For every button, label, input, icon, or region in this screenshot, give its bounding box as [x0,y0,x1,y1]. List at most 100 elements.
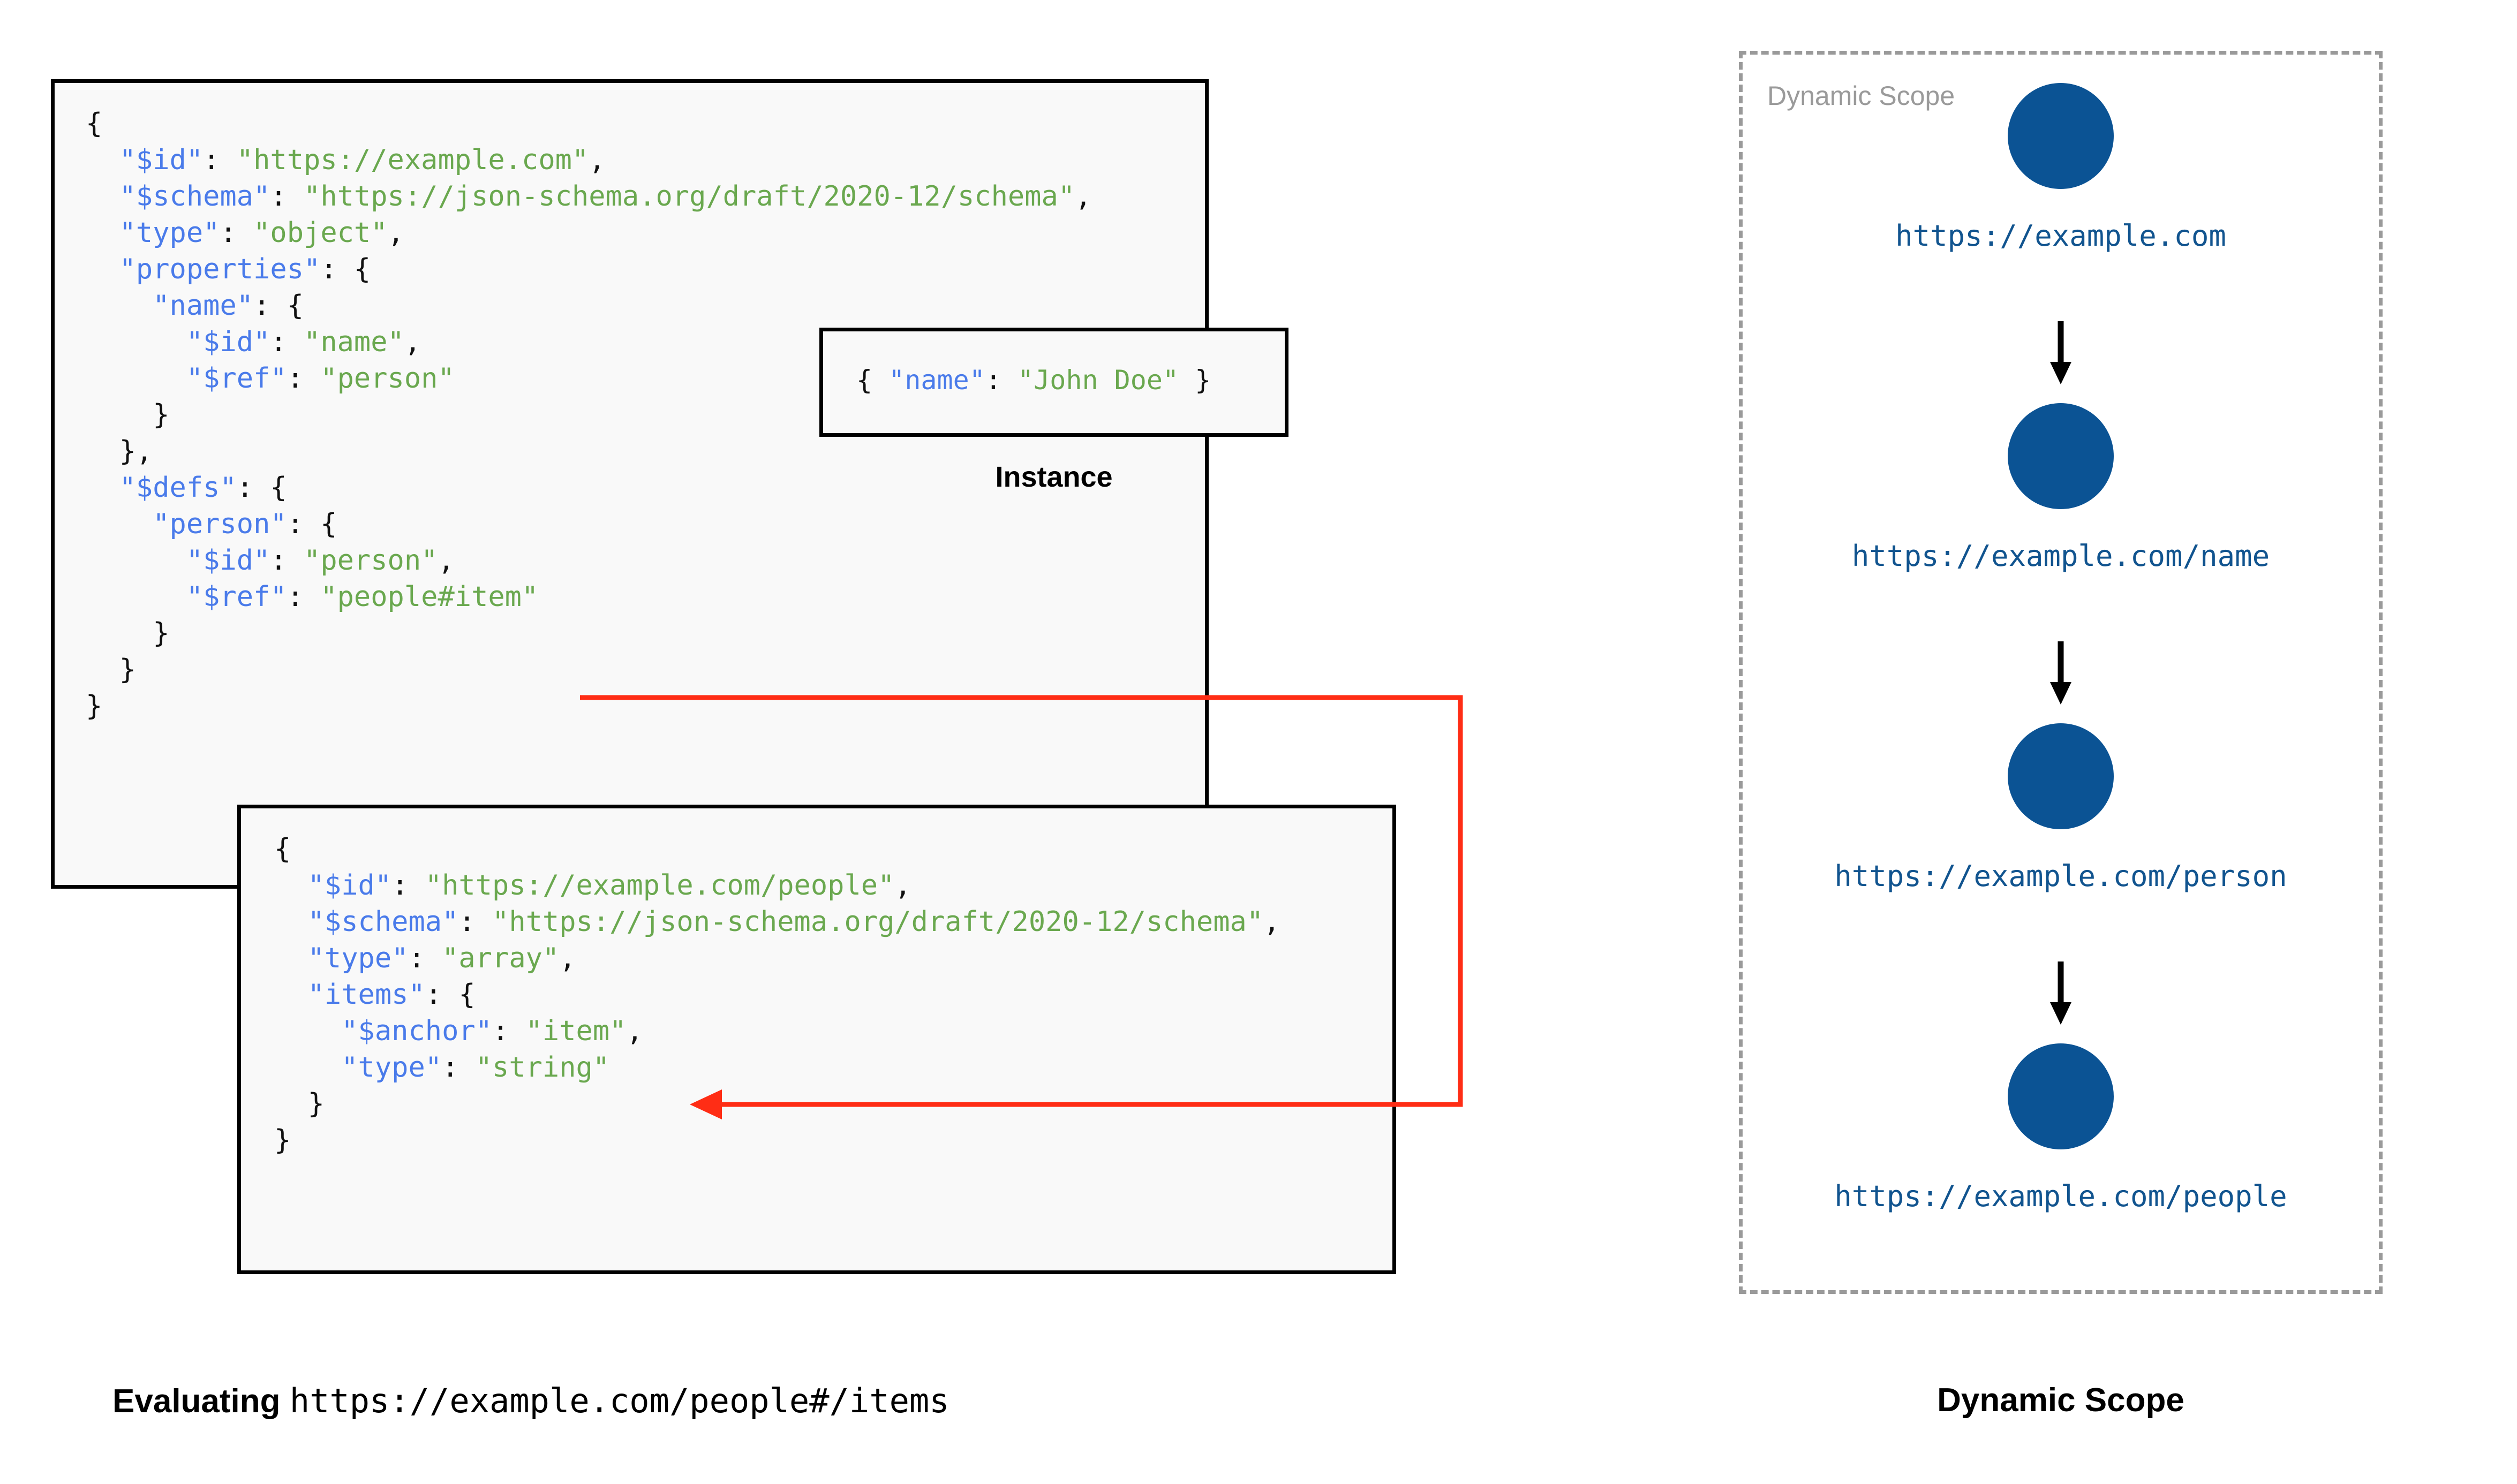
code-line: } [86,652,1091,688]
code-line: }, [86,433,1091,470]
code-token: : { [425,979,476,1011]
code-token: } [86,399,170,431]
code-token: : [408,942,442,974]
code-token: "$id" [119,144,204,176]
code-line: } [86,615,1091,652]
scope-node-uri: https://example.com/person [1834,859,2287,893]
code-token: { [86,108,103,140]
code-line: "$id": "name", [86,324,1091,360]
code-token: , [626,1015,643,1047]
left-caption-uri: https://example.com/people#/items [289,1381,949,1420]
code-token: : [270,544,304,577]
scope-down-arrow-icon-0 [2049,321,2073,385]
code-token: "$id" [186,326,270,358]
code-token: { [274,833,291,865]
code-token [86,144,119,176]
code-token: "properties" [119,253,321,285]
scope-circle-icon [2008,403,2114,509]
code-token: "item" [525,1015,627,1047]
code-token: "object" [253,217,388,249]
code-line: "$schema": "https://json-schema.org/draf… [86,178,1092,215]
code-token [86,544,186,577]
right-caption: Dynamic Scope [1937,1382,2184,1419]
code-line: "$id": "https://example.com/people", [274,867,1280,904]
instance-box: { "name": "John Doe" } [819,328,1288,437]
code-token: { [856,365,889,396]
scope-node-label-wrap-2: https://example.com/person [1739,845,2383,893]
root-schema-code: { "$id": "https://example.com", "$schema… [86,105,1091,724]
code-line: "type": "object", [86,215,1091,251]
code-token: : [287,362,321,395]
code-token: : [270,180,304,213]
code-line: } [86,397,1091,433]
code-line: "$ref": "person" [86,360,1091,397]
code-line: } [274,1122,1280,1159]
scope-node-1 [1739,403,2383,509]
scope-node-3 [1739,1043,2383,1149]
code-token: } [274,1124,291,1156]
code-token [86,581,186,613]
code-line: { "name": "John Doe" } [856,364,1211,397]
code-line: { [86,105,1091,142]
code-line: } [86,688,1091,724]
code-token: : { [236,472,287,504]
code-token: "$ref" [186,581,287,613]
code-token: "name" [304,326,404,358]
code-token [86,253,119,285]
code-token [274,979,308,1011]
code-token: "$ref" [186,362,287,395]
code-token: "https://json-schema.org/draft/2020-12/s… [304,180,1075,213]
code-token: "person" [304,544,438,577]
code-token: "$schema" [119,180,270,213]
code-line: { [274,831,1280,867]
code-token: "person" [153,508,287,540]
code-token: , [1263,906,1280,938]
dynamic-scope-panel-label: Dynamic Scope [1767,81,1955,111]
code-token [86,472,119,504]
code-token [86,508,153,540]
code-token: , [894,869,911,902]
code-token: "John Doe" [1018,365,1179,396]
scope-down-arrow-icon-2 [2049,961,2073,1026]
code-line: } [274,1086,1280,1122]
code-token: : { [253,290,304,322]
code-line: "$id": "https://example.com", [86,142,1091,178]
scope-circle-icon [2008,723,2114,829]
code-token [274,1051,341,1084]
people-schema-box: { "$id": "https://example.com/people", "… [237,805,1396,1274]
code-token: "https://example.com/people" [425,869,895,902]
instance-caption: Instance [995,461,1113,493]
code-token: "https://json-schema.org/draft/2020-12/s… [492,906,1264,938]
code-token: , [438,544,455,577]
code-token: "type" [119,217,220,249]
scope-down-arrow-icon-1 [2049,641,2073,706]
code-token: "$defs" [119,472,237,504]
code-token: , [589,144,606,176]
code-token: }, [86,435,153,467]
scope-node-label-wrap-0: https://example.com [1739,205,2383,253]
code-line: "$anchor": "item", [274,1013,1280,1049]
code-token: "$schema" [307,906,459,938]
code-token: "name" [153,290,254,322]
code-token: : [985,365,1018,396]
code-token [86,362,186,395]
code-line: "type": "array", [274,940,1280,976]
code-token: "person" [320,362,455,395]
scope-node-uri: https://example.com [1895,219,2226,253]
code-line: "$ref": "people#item" [86,579,1091,615]
code-token: "people#item" [320,581,539,613]
code-token: : [458,906,493,938]
code-token: , [404,326,421,358]
code-token: "string" [475,1051,610,1084]
scope-node-uri: https://example.com/name [1851,539,2270,573]
code-token: } [274,1088,325,1120]
code-token: : [220,217,254,249]
code-token: "$id" [186,544,270,577]
code-token: } [86,654,136,686]
code-token: , [1075,180,1092,213]
code-line: "person": { [86,506,1091,542]
code-token: "name" [888,365,985,396]
code-token: } [86,617,170,649]
code-token: : [287,581,321,613]
